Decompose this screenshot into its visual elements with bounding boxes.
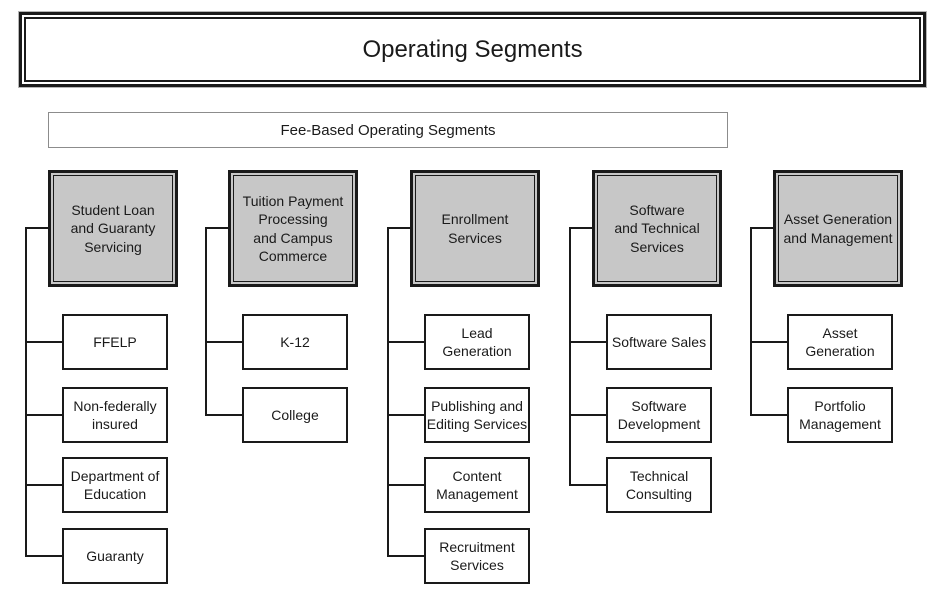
connector-stub	[750, 341, 787, 343]
fee-based-group-box: Fee-Based Operating Segments	[48, 112, 728, 148]
connector-stub	[25, 555, 62, 557]
sub-segment-software-development: Software Development	[606, 387, 712, 443]
segment-label: Asset Generation and Management	[778, 175, 898, 282]
connector-stub	[750, 227, 773, 229]
sub-segment-content-management: Content Management	[424, 457, 530, 513]
connector-trunk	[25, 227, 27, 557]
connector-stub	[205, 227, 228, 229]
sub-segment-publishing-editing-services: Publishing and Editing Services	[424, 387, 530, 443]
sub-segment-software-sales: Software Sales	[606, 314, 712, 370]
segment-box-tuition-payment: Tuition Payment Processing and Campus Co…	[228, 170, 358, 287]
connector-stub	[387, 484, 424, 486]
sub-segment-asset-generation: Asset Generation	[787, 314, 893, 370]
connector-stub	[25, 341, 62, 343]
sub-segment-ffelp: FFELP	[62, 314, 168, 370]
connector-trunk	[387, 227, 389, 557]
connector-stub	[750, 414, 787, 416]
diagram-title: Operating Segments	[362, 35, 583, 63]
connector-stub	[205, 414, 242, 416]
sub-segment-non-federally-insured: Non-federally insured	[62, 387, 168, 443]
connector-stub	[25, 414, 62, 416]
connector-stub	[569, 227, 592, 229]
sub-segment-college: College	[242, 387, 348, 443]
sub-segment-lead-generation: Lead Generation	[424, 314, 530, 370]
connector-stub	[569, 341, 606, 343]
connector-stub	[25, 484, 62, 486]
sub-segment-technical-consulting: Technical Consulting	[606, 457, 712, 513]
connector-stub	[205, 341, 242, 343]
connector-trunk	[569, 227, 571, 486]
segment-box-asset-generation-management: Asset Generation and Management	[773, 170, 903, 287]
segment-box-software-technical-services: Software and Technical Services	[592, 170, 722, 287]
sub-segment-department-of-education: Department of Education	[62, 457, 168, 513]
segment-box-student-loan-servicing: Student Loan and Guaranty Servicing	[48, 170, 178, 287]
title-box-inner: Operating Segments	[24, 17, 921, 82]
segment-label: Enrollment Services	[415, 175, 535, 282]
sub-segment-recruitment-services: Recruitment Services	[424, 528, 530, 584]
segment-label: Software and Technical Services	[597, 175, 717, 282]
fee-based-group-label: Fee-Based Operating Segments	[280, 121, 496, 139]
connector-trunk	[750, 227, 752, 416]
connector-stub	[387, 555, 424, 557]
connector-stub	[25, 227, 48, 229]
connector-trunk	[205, 227, 207, 416]
connector-stub	[569, 414, 606, 416]
connector-stub	[387, 227, 410, 229]
segment-box-enrollment-services: Enrollment Services	[410, 170, 540, 287]
sub-segment-portfolio-management: Portfolio Management	[787, 387, 893, 443]
sub-segment-guaranty: Guaranty	[62, 528, 168, 584]
segment-label: Tuition Payment Processing and Campus Co…	[233, 175, 353, 282]
title-box: Operating Segments	[19, 12, 926, 87]
segment-label: Student Loan and Guaranty Servicing	[53, 175, 173, 282]
connector-stub	[569, 484, 606, 486]
connector-stub	[387, 341, 424, 343]
connector-stub	[387, 414, 424, 416]
sub-segment-k-12: K-12	[242, 314, 348, 370]
